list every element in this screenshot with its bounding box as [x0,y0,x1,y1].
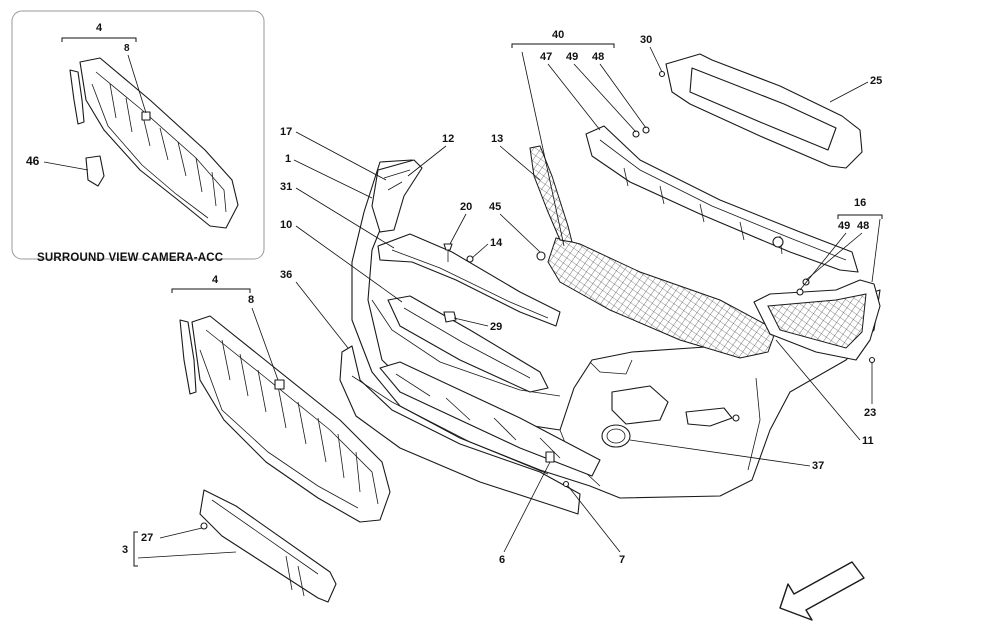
callout-27: 27 [141,532,153,544]
callout-48-b: 48 [857,220,869,232]
callout-10: 10 [280,219,292,231]
callout-49-b: 49 [838,220,850,232]
callout-47: 47 [540,51,552,63]
bumper-fascia [351,159,881,499]
bracket-4 [171,288,251,293]
inset-bracket-4 [61,37,137,42]
callout-36: 36 [280,269,292,281]
callout-3: 3 [122,544,128,556]
direction-arrow-icon [779,561,865,621]
side-bracket [371,159,423,233]
callout-13: 13 [491,133,503,145]
callout-16: 16 [854,197,866,209]
callout-48-a: 48 [592,51,604,63]
callout-30: 30 [640,34,652,46]
callout-40: 40 [552,29,564,41]
callout-20: 20 [460,201,472,213]
surround-view-inset: 4 8 46 SURROUND VIEW CAMERA-ACC [11,10,265,264]
right-mesh-16 [753,279,881,361]
callout-14: 14 [490,237,503,249]
screw-20 [443,243,453,251]
callout-7: 7 [619,554,625,566]
bracket-3 [133,531,138,567]
clip-45 [536,251,546,261]
inset-callout-4: 4 [96,22,103,34]
side-mesh-13 [529,145,573,243]
plate-bracket [199,489,337,603]
main-grille [179,315,391,523]
screw-23 [868,356,876,364]
callout-37: 37 [812,460,824,472]
bracket-16 [837,214,883,219]
center-mesh [547,237,777,359]
inset-callout-46: 46 [26,154,40,168]
upper-support [377,233,561,393]
callout-1: 1 [285,153,291,165]
callout-25: 25 [870,75,882,87]
callout-45: 45 [489,201,501,213]
callout-49-a: 49 [566,51,578,63]
clip-49 [632,130,640,138]
upper-bracket-40 [585,125,859,273]
clip-7 [562,480,570,488]
callout-29: 29 [490,321,502,333]
bracket-40 [511,43,615,48]
callout-17: 17 [280,126,292,138]
lower-spoiler [339,345,601,515]
callout-11: 11 [862,435,874,447]
callout-6: 6 [499,554,505,566]
callout-23: 23 [864,407,876,419]
clip-14 [466,255,474,263]
screw-30 [658,70,666,78]
inset-callout-8: 8 [124,43,130,54]
inset-title: SURROUND VIEW CAMERA-ACC [37,252,223,264]
callout-31: 31 [280,181,292,193]
nut-29 [443,311,457,323]
callout-12: 12 [442,133,454,145]
callout-8: 8 [248,294,254,306]
callout-4: 4 [212,274,219,286]
clip-6 [545,451,555,463]
clip-48 [642,126,650,134]
clip-49b [796,288,804,296]
top-shield [665,53,863,169]
